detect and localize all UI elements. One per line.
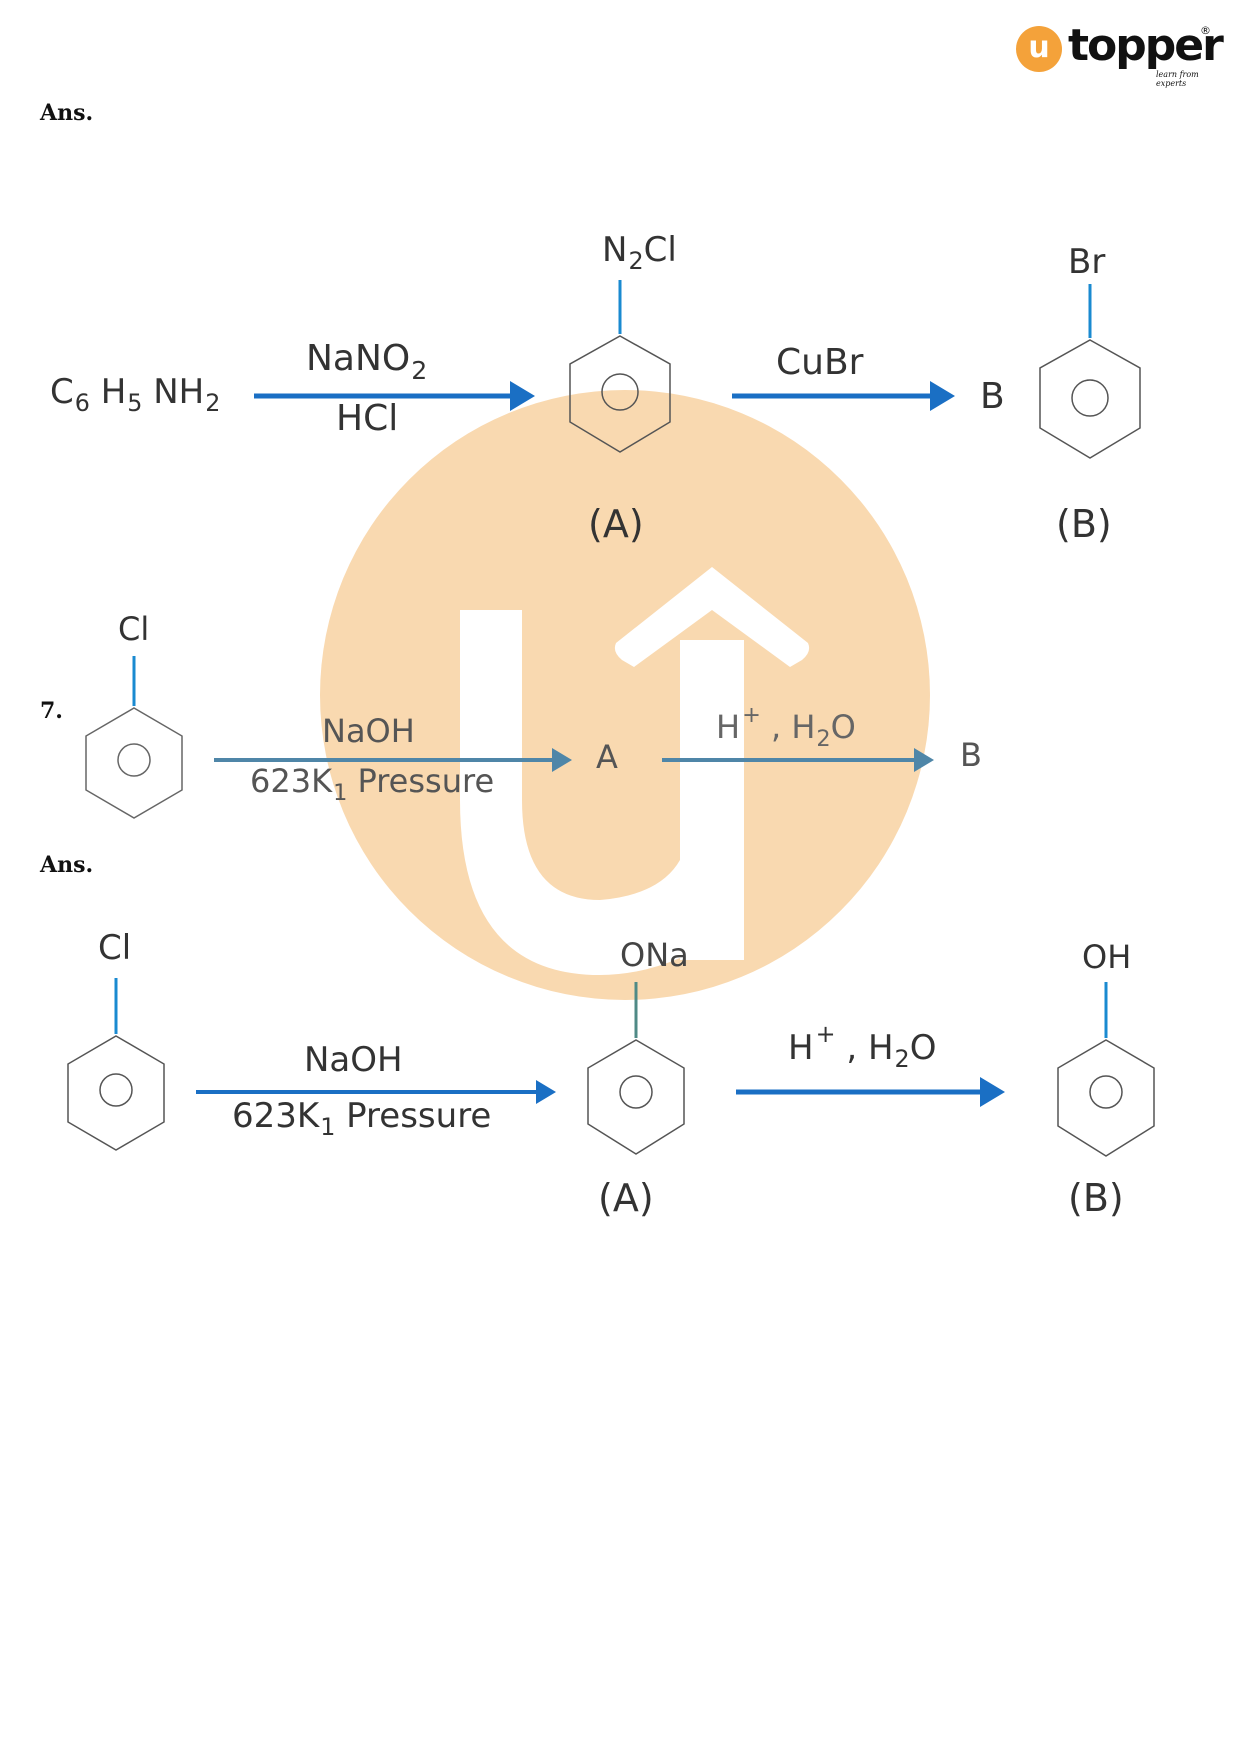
- reagent-bottom: 623K1 Pressure: [250, 762, 495, 806]
- substituent-label: Cl: [118, 610, 150, 648]
- reagent-text: H: [788, 1028, 814, 1068]
- answer-label: Ans.: [40, 852, 94, 878]
- subscript: 1: [320, 1113, 336, 1142]
- reagent-top: H+ , H2O: [788, 1020, 937, 1073]
- registered-mark: ®: [1200, 24, 1211, 37]
- reagent-top: NaOH: [322, 712, 415, 750]
- compound-label-a: (A): [598, 1176, 654, 1220]
- logo-tagline: learn from experts: [1156, 70, 1199, 88]
- reactant-aniline: C6 H5 NH2: [50, 372, 220, 417]
- substituent-label: ONa: [620, 936, 689, 974]
- atom-text: Cl: [643, 230, 677, 270]
- question-number: 7.: [40, 698, 63, 724]
- logo-letter: u: [1028, 30, 1050, 65]
- substituent-label: OH: [1082, 938, 1132, 976]
- benzene-ring-icon: [67, 1035, 165, 1151]
- substituent-label: N2Cl: [602, 230, 677, 275]
- reagent-text: O: [830, 708, 856, 746]
- compound-label-a: (A): [588, 502, 644, 546]
- subscript: 2: [628, 247, 644, 276]
- subscript: 1: [333, 779, 348, 806]
- superscript: +: [742, 702, 761, 729]
- substituent-label: Br: [1068, 242, 1106, 282]
- topper-logo: u topper ® learn from experts: [1016, 20, 1224, 88]
- reagent-text: 623K: [250, 762, 333, 800]
- compound-label-b: (B): [1068, 1176, 1124, 1220]
- subscript: 2: [894, 1045, 910, 1074]
- atom-text: N: [602, 230, 628, 270]
- reagent-top: H+ , H2O: [716, 702, 856, 752]
- superscript: +: [815, 1020, 836, 1049]
- subscript: 2: [205, 389, 221, 418]
- watermark-u-arrow-icon: [460, 567, 810, 975]
- intermediate-letter: A: [596, 738, 618, 776]
- subscript: 2: [816, 725, 831, 752]
- separator: ,: [846, 1028, 858, 1068]
- reagent-text: H: [867, 1028, 894, 1068]
- separator: ,: [771, 708, 782, 746]
- reagent-text: 623K: [232, 1096, 320, 1136]
- benzene-ring-icon: [1057, 1039, 1155, 1157]
- reagent-text: Pressure: [357, 762, 495, 800]
- reagent-text: Pressure: [346, 1096, 492, 1136]
- atom-text: H: [100, 372, 127, 412]
- reagent-top: NaNO2: [306, 338, 427, 385]
- answer-label: Ans.: [40, 100, 94, 126]
- benzene-ring-icon: [569, 335, 671, 453]
- atom-text: NH: [153, 372, 205, 412]
- benzene-ring-icon: [1039, 339, 1141, 459]
- reagent-bottom: HCl: [336, 398, 399, 439]
- reagent-text: H: [716, 708, 741, 746]
- subscript: 2: [411, 355, 428, 385]
- reagent-text: O: [909, 1028, 937, 1068]
- logo-wordmark: topper: [1068, 20, 1224, 71]
- reagent-top: CuBr: [776, 342, 864, 383]
- substituent-label: Cl: [98, 928, 132, 968]
- compound-label-b: (B): [1056, 502, 1112, 546]
- logo-circle-icon: [1016, 26, 1062, 72]
- atom-text: C: [50, 372, 74, 412]
- subscript: 6: [74, 389, 90, 418]
- product-letter: B: [960, 736, 982, 774]
- benzene-ring-icon: [587, 1039, 685, 1155]
- reagent-text: H: [791, 708, 816, 746]
- reagent-bottom: 623K1 Pressure: [232, 1096, 492, 1141]
- subscript: 5: [127, 389, 143, 418]
- benzene-ring-icon: [85, 707, 183, 819]
- product-letter: B: [980, 376, 1005, 417]
- reagent-text: NaNO: [306, 338, 411, 379]
- reagent-top: NaOH: [304, 1040, 403, 1080]
